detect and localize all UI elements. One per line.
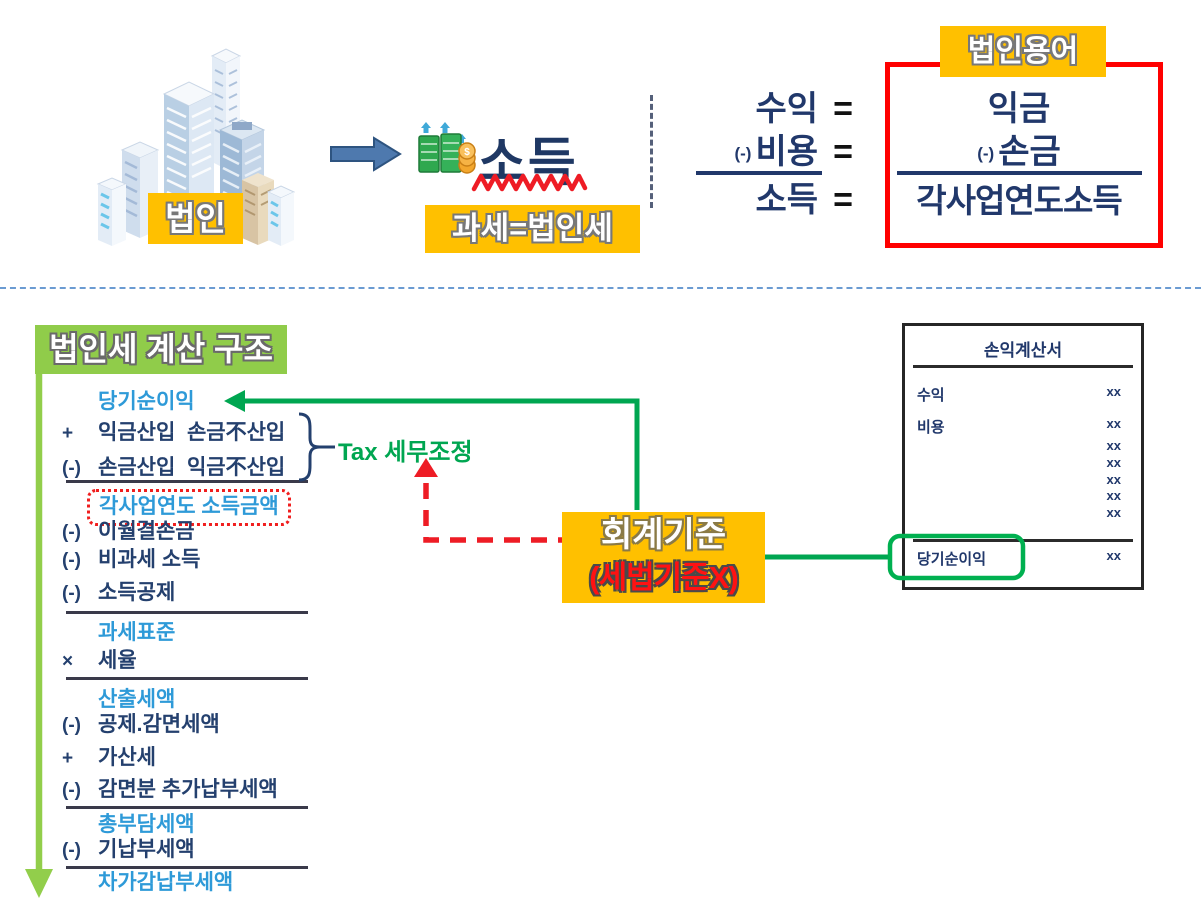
table-row: xx [917,455,1121,470]
table-row-value: xx [1106,438,1121,453]
calc-row-prefix: (-) [62,840,81,861]
accounting-basis-label: 회계기준 (세법기준X) [562,512,765,603]
calc-row: + 가산세 [62,744,372,772]
calc-row-prefix: + [62,423,74,444]
corporation-buildings-illustration [96,48,296,246]
building-tiny-left [96,177,128,246]
calc-row-label: 당기순이익 [98,390,195,413]
calc-row: 각사업연도 소득금액 [62,489,372,526]
calc-row: 차가감납부세액 [62,869,372,897]
corporation-label: 법인 [148,193,243,244]
section-divider-dashed [0,287,1201,289]
calc-row-label: 기납부세액 [98,838,195,861]
equation-right-annual-income: 각사업연도소득 [916,182,1123,219]
calc-row: + 익금산입 손금不산입 [62,419,372,447]
equation-left-fraction-line [696,171,822,175]
income-statement-title: 손익계산서 [983,341,1063,360]
corporate-terms-red-box [885,62,1163,248]
table-row-value: xx [1106,472,1121,487]
calc-row: (-) 소득공제 [62,579,372,607]
taxation-note-label: 과세=법인세 [425,205,640,253]
calc-row-label: 차가감납부세액 [98,871,234,894]
table-row-value: xx [1106,488,1121,503]
calc-row-prefix: (-) [62,458,81,479]
table-row-value: xx [1106,455,1121,470]
calc-row-label: 이월결손금 [98,520,195,543]
svg-text:$: $ [464,147,470,158]
calc-row-label: 소득공제 [98,581,176,604]
table-row: xx [917,505,1121,520]
calc-row: (-) 공제.감면세액 [62,711,372,739]
calc-row-label: 산출세액 [98,688,176,711]
calc-row-label: 과세표준 [98,621,176,644]
equation-right-gross-income: 익금 [987,90,1051,128]
calc-row: 산출세액 [62,686,372,714]
tax-adjustment-label: Tax 세무조정 [338,439,473,466]
calc-row-label: 익금산입 손금不산입 [98,421,286,444]
calc-row-prefix: (-) [62,522,81,543]
table-row-value: xx [1106,505,1121,520]
accounting-basis-line2: (세법기준X) [589,560,738,595]
building-tiny-right [266,185,296,246]
equation-left-revenue: 수익 [755,90,818,128]
calc-divider-line [66,480,308,483]
income-word: 소득 [478,134,578,192]
equation-left-income: 소득 [755,181,818,219]
table-row-value: xx [1106,416,1121,431]
money-income-icon: $ [418,122,476,174]
calc-row-label: 가산세 [98,746,156,769]
calc-row: 과세표준 [62,619,372,647]
calc-divider-line [66,866,308,869]
calc-row: (-) 기납부세액 [62,836,372,864]
vertical-dashed-separator [650,95,653,208]
table-title-rule [913,365,1133,368]
equals-sign: = [833,90,853,128]
calc-divider-line [66,806,308,809]
corporate-terms-label: 법인용어 [940,26,1106,77]
table-row: xx [917,472,1121,487]
right-arrow-icon [330,136,402,172]
calc-row: (-) 손금산입 익금不산입 [62,454,372,482]
calc-row-label: 공제.감면세액 [98,713,220,736]
equation-right-deductible: (-)손금 [977,133,1061,171]
equation-left-expense: (-)비용 [734,133,818,171]
calc-row-prefix: + [62,748,74,769]
calc-row-label: 비과세 소득 [98,548,201,571]
table-row: xx [917,438,1121,453]
calc-divider-line [66,677,308,680]
calc-row-prefix: (-) [62,550,81,571]
calc-row: (-) 비과세 소득 [62,546,372,574]
calc-row-label: 감면분 추가납부세액 [98,778,278,801]
calc-row-prefix: (-) [62,583,81,604]
calc-row: 총부담세액 [62,811,372,839]
calc-structure-header: 법인세 계산 구조 [35,325,287,374]
equals-sign: = [833,133,853,171]
calc-row-label: 총부담세액 [98,813,195,836]
table-row-value: xx [1106,384,1121,399]
calc-row: × 세율 [62,647,372,675]
calc-row: (-) 이월결손금 [62,518,372,546]
calc-row-prefix: (-) [62,780,81,801]
table-row: 비용 xx [917,416,1121,437]
accounting-basis-line1: 회계기준 [600,516,727,554]
table-row-label: 수익 [917,387,945,404]
calc-row-label: 손금산입 익금不산입 [98,456,286,479]
calc-row: 당기순이익 [62,388,372,416]
calc-row-prefix: (-) [62,715,81,736]
table-row: xx [917,488,1121,503]
equals-sign: = [833,181,853,219]
calc-row-label: 세율 [98,649,137,672]
table-row: 수익 xx [917,384,1121,405]
calc-row-prefix: × [62,651,74,672]
table-row-label: 비용 [917,419,945,436]
equation-right-fraction-line [897,171,1142,175]
calc-divider-line [66,611,308,614]
calc-row: (-) 감면분 추가납부세액 [62,776,372,804]
table-row-value: xx [1106,548,1121,563]
